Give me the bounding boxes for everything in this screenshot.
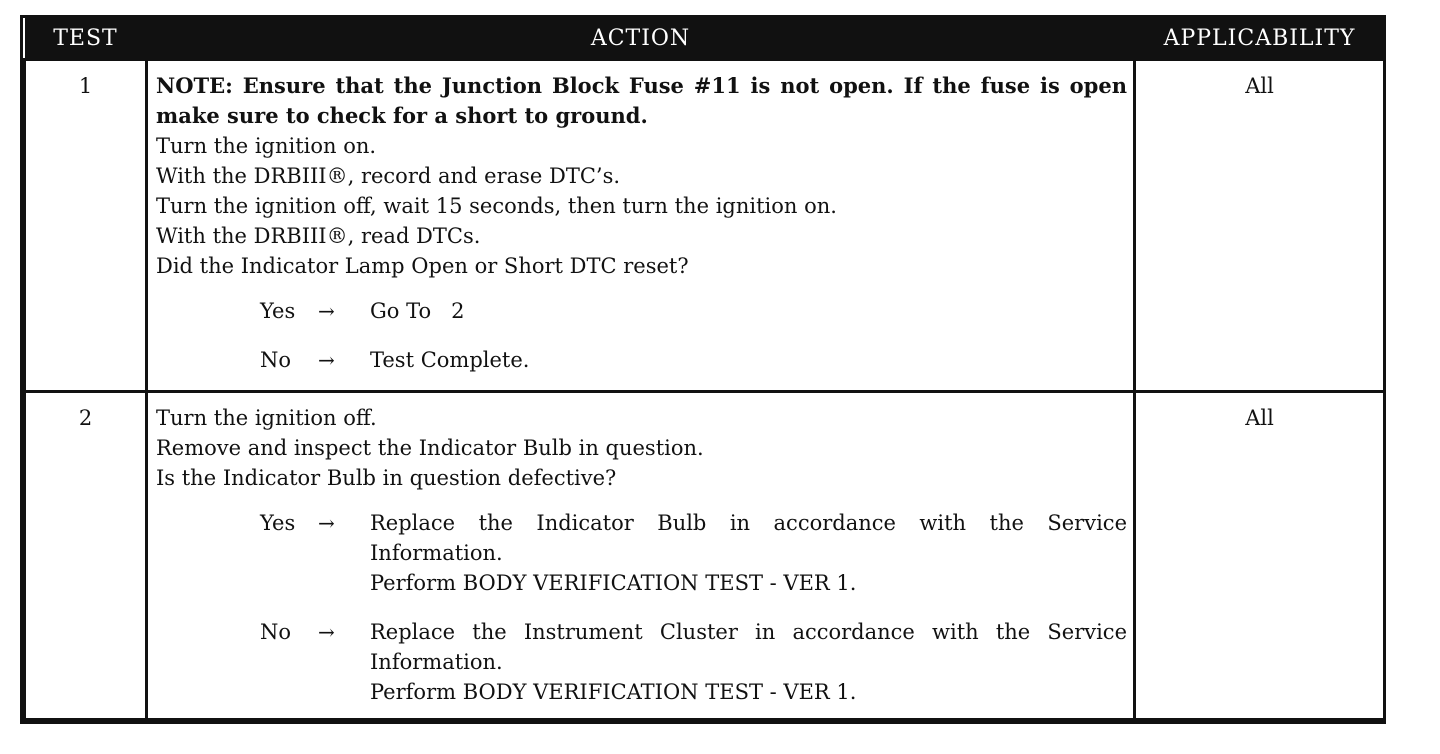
- result-text: Replace the Instrument Cluster in accord…: [370, 617, 1127, 707]
- arrow-icon: →: [318, 348, 335, 372]
- result-text: Test Complete.: [370, 345, 1127, 375]
- diagnostic-test-table: TEST ACTION APPLICABILITY 1 NOTE: Ensure…: [20, 15, 1386, 724]
- result-line: Replace the Indicator Bulb in accordance…: [370, 511, 1127, 565]
- result-line: Go To 2: [370, 299, 465, 323]
- result-line: Perform BODY VERIFICATION TEST - VER 1.: [370, 571, 857, 595]
- note-text: NOTE: Ensure that the Junction Block Fus…: [156, 73, 1127, 128]
- header-applicability: APPLICABILITY: [1134, 18, 1385, 60]
- step-text: Turn the ignition off, wait 15 seconds, …: [156, 194, 837, 218]
- test-table: TEST ACTION APPLICABILITY 1 NOTE: Ensure…: [23, 18, 1386, 721]
- test-number: 2: [23, 390, 148, 721]
- result-no: No → Test Complete.: [260, 345, 1127, 375]
- result-list: Yes → Go To 2 No → Test Complete.: [156, 296, 1127, 375]
- result-line: Replace the Instrument Cluster in accord…: [370, 620, 1127, 674]
- step-text: With the DRBIII®, record and erase DTC’s…: [156, 164, 621, 188]
- result-text: Go To 2: [370, 296, 1127, 326]
- result-list: Yes → Replace the Indicator Bulb in acco…: [156, 508, 1127, 707]
- action-cell: Turn the ignition off. Remove and inspec…: [145, 390, 1136, 721]
- result-label: No: [260, 348, 292, 372]
- applicability-value: All: [1133, 58, 1386, 393]
- arrow-icon: →: [318, 511, 335, 535]
- test-row-1: 1 NOTE: Ensure that the Junction Block F…: [23, 58, 1386, 393]
- step-text: With the DRBIII®, read DTCs.: [156, 224, 481, 248]
- header-row: TEST ACTION APPLICABILITY: [24, 18, 1385, 60]
- result-label: Yes: [260, 299, 296, 323]
- question-text: Did the Indicator Lamp Open or Short DTC…: [156, 254, 689, 278]
- result-line: Perform BODY VERIFICATION TEST - VER 1.: [370, 680, 857, 704]
- result-label: Yes: [260, 511, 296, 535]
- applicability-value: All: [1133, 390, 1386, 721]
- action-cell: NOTE: Ensure that the Junction Block Fus…: [145, 58, 1136, 393]
- result-yes: Yes → Replace the Indicator Bulb in acco…: [260, 508, 1127, 598]
- step-text: Remove and inspect the Indicator Bulb in…: [156, 436, 704, 460]
- header-action: ACTION: [146, 18, 1135, 60]
- question-text: Is the Indicator Bulb in question defect…: [156, 466, 617, 490]
- result-line: Test Complete.: [370, 348, 530, 372]
- test-row-2: 2 Turn the ignition off. Remove and insp…: [23, 390, 1386, 721]
- result-yes: Yes → Go To 2: [260, 296, 1127, 326]
- result-no: No → Replace the Instrument Cluster in a…: [260, 617, 1127, 707]
- arrow-icon: →: [318, 620, 335, 644]
- step-text: Turn the ignition on.: [156, 134, 377, 158]
- test-number: 1: [23, 58, 148, 393]
- arrow-icon: →: [318, 299, 335, 323]
- result-text: Replace the Indicator Bulb in accordance…: [370, 508, 1127, 598]
- step-text: Turn the ignition off.: [156, 406, 377, 430]
- header-test: TEST: [24, 18, 147, 60]
- result-label: No: [260, 620, 292, 644]
